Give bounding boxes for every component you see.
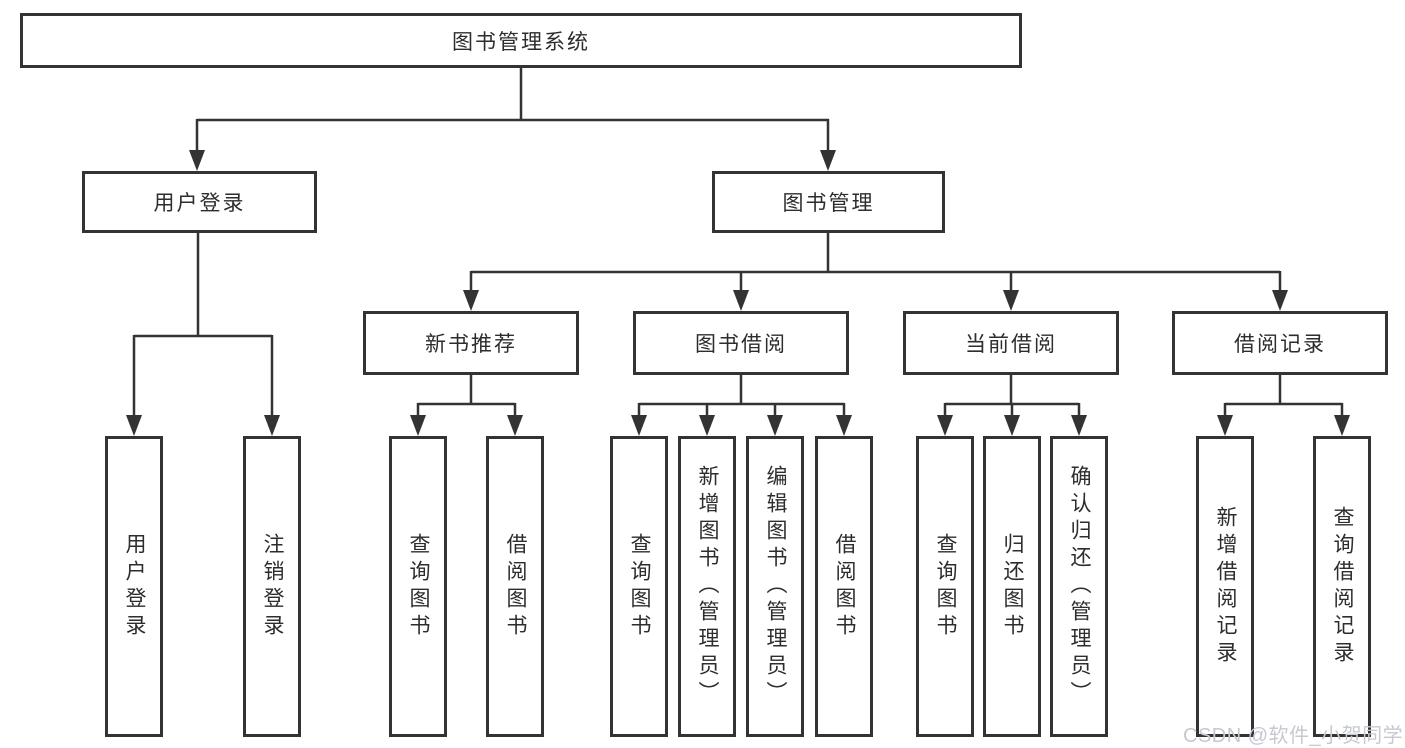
node-label: 确认归还（管理员） <box>1068 465 1092 708</box>
node-label: 用户登录 <box>123 532 147 641</box>
leaf-query-borrow-record: 查询借阅记录 <box>1313 436 1371 737</box>
node-book-borrowing: 图书借阅 <box>633 311 849 375</box>
node-label: 图书借阅 <box>695 333 787 356</box>
leaf-borrow-books-borrow: 借阅图书 <box>815 436 873 737</box>
leaf-logout: 注销登录 <box>243 436 301 737</box>
node-label: 查询借阅记录 <box>1331 505 1355 668</box>
node-label: 图书管理 <box>782 192 875 215</box>
node-book-management: 图书管理 <box>712 171 945 233</box>
node-new-book-recommendation: 新书推荐 <box>363 311 579 375</box>
leaf-query-books-recommend: 查询图书 <box>389 436 447 737</box>
csdn-watermark: CSDN @软件_小贺同学 <box>1183 725 1404 747</box>
leaf-query-books-current: 查询图书 <box>916 436 974 737</box>
node-label: 新书推荐 <box>425 333 517 356</box>
node-borrowing-records: 借阅记录 <box>1172 311 1388 375</box>
node-label: 借阅图书 <box>833 532 857 641</box>
node-label: 图书管理系统 <box>452 30 590 54</box>
leaf-edit-book-admin: 编辑图书（管理员） <box>746 436 804 737</box>
node-label: 归还图书 <box>1001 532 1025 641</box>
node-label: 查询图书 <box>934 532 958 641</box>
leaf-query-books-borrow: 查询图书 <box>610 436 668 737</box>
leaf-confirm-return-admin: 确认归还（管理员） <box>1050 436 1108 737</box>
leaf-user-login: 用户登录 <box>105 436 163 737</box>
node-current-borrowing: 当前借阅 <box>903 311 1119 375</box>
leaf-add-borrow-record: 新增借阅记录 <box>1196 436 1254 737</box>
node-label: 当前借阅 <box>965 333 1057 356</box>
node-label: 借阅图书 <box>504 532 528 641</box>
node-label: 查询图书 <box>407 532 431 641</box>
node-label: 用户登录 <box>153 192 246 215</box>
node-library-management-system: 图书管理系统 <box>20 13 1022 68</box>
node-label: 借阅记录 <box>1234 333 1326 356</box>
node-user-login: 用户登录 <box>82 171 317 233</box>
node-label: 查询图书 <box>628 532 652 641</box>
leaf-return-book: 归还图书 <box>983 436 1041 737</box>
node-label: 新增图书（管理员） <box>696 465 720 708</box>
node-label: 新增借阅记录 <box>1214 505 1238 668</box>
node-label: 注销登录 <box>261 532 285 641</box>
leaf-borrow-books-recommend: 借阅图书 <box>486 436 544 737</box>
leaf-add-book-admin: 新增图书（管理员） <box>678 436 736 737</box>
node-label: 编辑图书（管理员） <box>764 465 788 708</box>
